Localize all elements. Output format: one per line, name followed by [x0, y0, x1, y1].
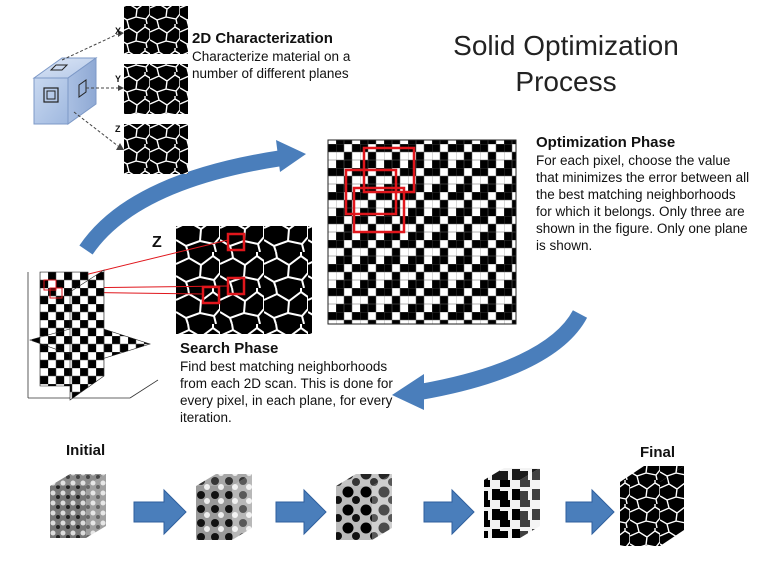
arrow-to-search — [392, 309, 588, 410]
final-label: Final — [640, 444, 676, 461]
cube-initial — [50, 474, 106, 538]
optimization-grid — [327, 139, 517, 325]
optimization-heading: Optimization Phase — [536, 134, 676, 151]
slice-y-image — [124, 64, 188, 114]
characterization-text: Characterize material on a number of dif… — [192, 49, 351, 81]
plane-label-x: X — [115, 26, 122, 36]
plane-label-y: Y — [115, 74, 122, 84]
search-heading: Search Phase — [180, 340, 279, 357]
slice-z-image — [124, 124, 188, 174]
orthogonal-planes-plot — [27, 269, 159, 401]
plane-arrows — [61, 30, 124, 150]
search-slice — [176, 226, 312, 334]
cube-final — [620, 466, 684, 546]
optimization-text: For each pixel, choose the value that mi… — [536, 153, 750, 253]
title-line-1: Solid Optimization — [453, 30, 679, 61]
plane-label-z: Z — [115, 124, 121, 134]
progress-arrows — [133, 488, 615, 536]
slice-x-image — [124, 6, 188, 54]
cube-step-3 — [336, 474, 392, 540]
search-text: Find best matching neighborhoods from ea… — [180, 359, 393, 425]
diagram-title: Solid Optimization Process — [416, 28, 716, 100]
cube-step-4 — [484, 468, 540, 538]
optimization-block: Optimization Phase For each pixel, choos… — [536, 134, 754, 254]
progress-arrow-4 — [565, 488, 615, 536]
characterization-block: 2D Characterization Characterize materia… — [192, 30, 352, 82]
search-plane-label: Z — [152, 234, 162, 251]
arrow-to-characterization — [79, 140, 306, 255]
title-line-2: Process — [515, 66, 617, 97]
search-block: Search Phase Find best matching neighbor… — [180, 340, 406, 426]
progress-arrow-2 — [275, 488, 327, 536]
material-cube — [32, 57, 98, 125]
progress-arrow-3 — [423, 488, 475, 536]
characterization-heading: 2D Characterization — [192, 30, 333, 47]
initial-label: Initial — [66, 442, 106, 459]
cube-step-2 — [196, 474, 252, 540]
progress-arrow-1 — [133, 488, 187, 536]
